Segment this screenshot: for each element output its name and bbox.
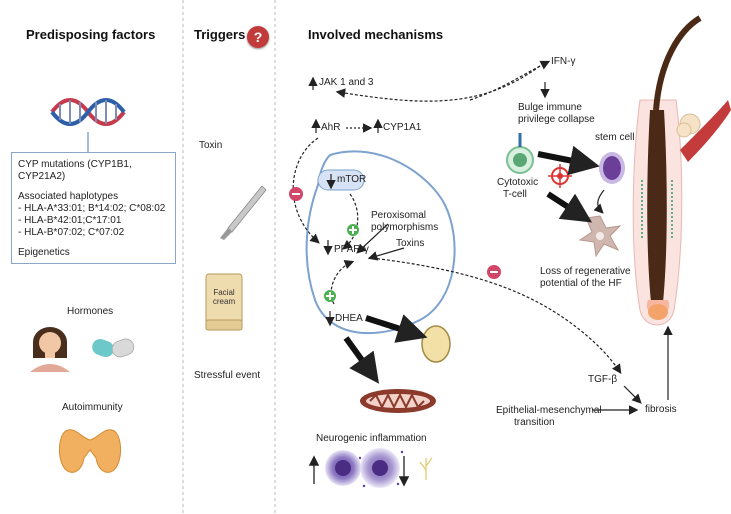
pill-icon (92, 338, 135, 358)
cyp1a1-label: CYP1A1 (383, 122, 422, 133)
cytotoxic-line-1: Cytotoxic (497, 177, 539, 188)
target-icon (548, 164, 572, 188)
facial-cream-line-2: cream (212, 297, 236, 306)
emt-line-1: Epithelial-mesenchymal (496, 405, 602, 416)
inhibit-marker-2 (487, 265, 501, 279)
haplotypes-title: Associated haplotypes (18, 191, 119, 202)
hormones-label: Hormones (67, 306, 114, 317)
facial-cream-line-1: Facial (213, 288, 235, 297)
question-icon: ? (247, 26, 269, 48)
jak-label: JAK 1 and 3 (319, 77, 374, 88)
loss-line-2: potential of the HF (540, 278, 622, 289)
facial-cream-label: Facial cream (206, 288, 242, 306)
activate-marker-2 (324, 290, 336, 302)
lipid-droplet-icon (421, 325, 451, 363)
ahr-label: AhR (321, 122, 341, 133)
haplotype-3: - HLA-B*07:02; C*07:02 (18, 227, 125, 238)
activate-marker-1 (347, 224, 359, 236)
peroxisomal-line-2: polymorphisms (371, 222, 439, 233)
tgf-label: TGF-β (588, 374, 618, 385)
cyp-mutations-line-1: CYP mutations (CYP1B1, (18, 159, 132, 170)
haplotype-1: - HLA-A*33:01; B*14:02; C*08:02 (18, 203, 166, 214)
dna-icon (50, 98, 126, 126)
damaged-cell-icon (578, 215, 622, 258)
thyroid-icon (59, 429, 121, 473)
bulge-line-1: Bulge immune (518, 102, 582, 113)
scalpel-icon (220, 185, 267, 240)
mast-cell-icon-1 (325, 450, 361, 486)
fibrosis-label: fibrosis (645, 404, 677, 415)
header-predisposing: Predisposing factors (26, 27, 156, 42)
stem-cell-label: stem cell (595, 132, 635, 143)
header-triggers: Triggers (194, 27, 246, 42)
stressful-event-label: Stressful event (194, 370, 261, 381)
t-cell-icon (506, 133, 534, 174)
stem-cell-icon (599, 152, 625, 184)
cell-membrane (305, 150, 456, 335)
inhibit-marker-1 (289, 187, 303, 201)
mtor-label: mTOR (337, 174, 367, 185)
ifn-label: IFN-γ (551, 56, 576, 67)
header-mechanisms: Involved mechanisms (308, 27, 444, 42)
ppar-label: PPAR-γ (334, 244, 369, 255)
emt-line-2: transition (514, 417, 555, 428)
epigenetics-label: Epigenetics (18, 247, 70, 258)
person-icon (30, 327, 70, 372)
genetic-factors-box: CYP mutations (CYP1B1, CYP21A2) Associat… (11, 152, 176, 264)
hair-follicle (632, 15, 731, 326)
loss-line-1: Loss of regenerative (540, 266, 631, 277)
mitochondrion-icon (360, 389, 436, 413)
bulge-line-2: privilege collapse (518, 114, 595, 125)
neurogenic-label: Neurogenic inflammation (316, 433, 427, 444)
dhea-label: DHEA (335, 313, 363, 324)
toxin-label: Toxin (199, 140, 223, 151)
cyp-mutations-line-2: CYP21A2) (18, 171, 66, 182)
mast-cell-icon-2 (358, 448, 404, 488)
peroxisomal-line-1: Peroxisomal (371, 210, 427, 221)
toxins-label: Toxins (396, 238, 425, 249)
autoimmunity-label: Autoimmunity (62, 402, 123, 413)
haplotype-2: - HLA-B*42:01;C*17:01 (18, 215, 122, 226)
nerve-fiber-icon (419, 457, 433, 480)
facial-cream-icon (205, 273, 243, 331)
cytotoxic-line-2: T-cell (503, 189, 527, 200)
